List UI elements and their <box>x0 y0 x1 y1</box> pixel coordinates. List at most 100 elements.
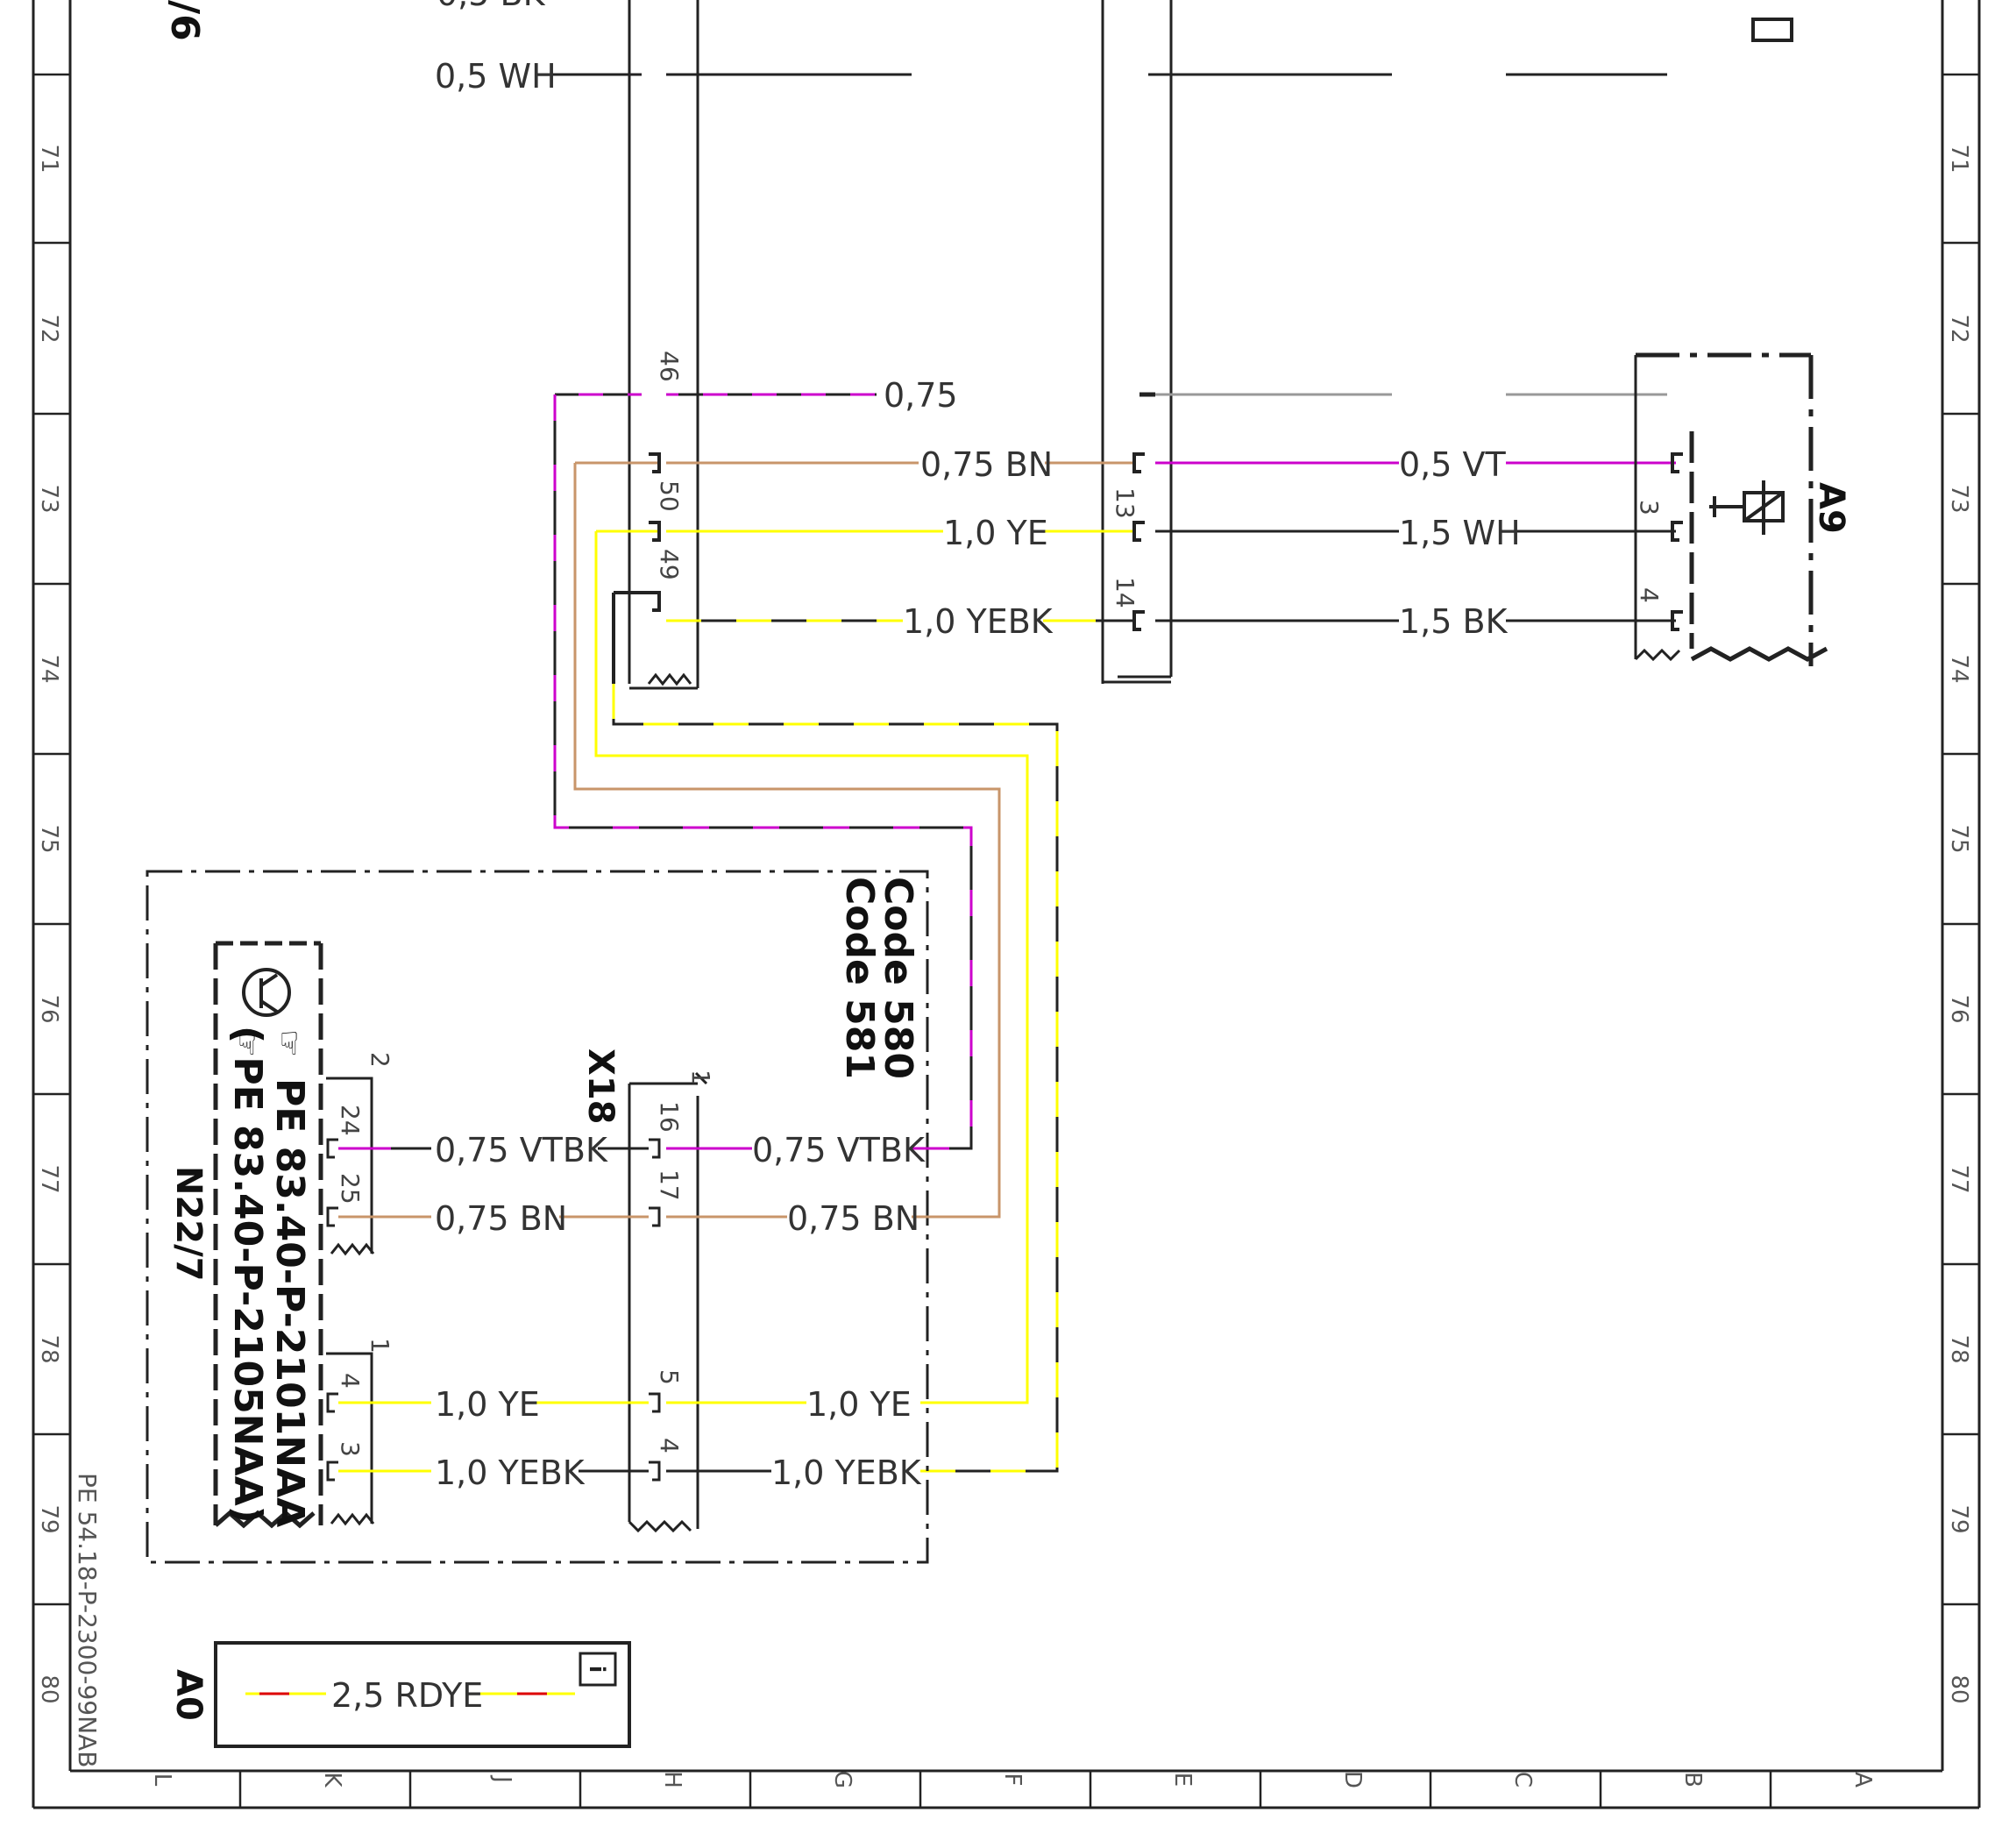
x18-connector <box>628 1071 708 1533</box>
pin-number: 16 <box>655 1101 684 1133</box>
partial-component-ref: /6 <box>162 0 207 41</box>
pin-number: 4 <box>655 1438 684 1454</box>
row-label: 78 <box>36 1334 62 1363</box>
col-label: E <box>1169 1773 1196 1787</box>
harness-vtbk <box>553 394 973 1150</box>
pin-number: 5 <box>655 1369 684 1385</box>
component-ref-a9: A9 <box>1811 482 1851 534</box>
pin-number: 1 <box>366 1338 394 1354</box>
code-label: Code 581 <box>837 877 882 1079</box>
connector-bars-top <box>628 0 1173 690</box>
info-icon[interactable]: i <box>579 1652 617 1687</box>
row-label: 72 <box>1946 314 1972 343</box>
pe-reference-2: ( PE 83.40-P-2105NAA) <box>225 1026 270 1524</box>
svg-text:☞: ☞ <box>271 1029 307 1057</box>
row-label: 77 <box>36 1164 62 1193</box>
grid-col-labels: L K J H G F E D C B A <box>149 1771 1876 1788</box>
wire-label: 0,75 BN <box>435 1199 567 1238</box>
a0-box <box>214 1641 631 1748</box>
solenoid-valve-icon <box>1709 480 1785 535</box>
relay-symbol-icon <box>1751 18 1793 42</box>
col-label: G <box>829 1771 855 1788</box>
row-label: 74 <box>1946 654 1972 683</box>
wire-label: 1,5 BK <box>1399 602 1509 641</box>
code-label: Code 580 <box>876 877 920 1079</box>
connector-break-zigzag <box>647 672 692 686</box>
a9-pins <box>1671 452 1683 631</box>
connector-pins-e <box>1132 452 1145 631</box>
wire-label: 0,75 BN <box>920 445 1053 484</box>
row-label: 72 <box>36 314 62 343</box>
row-label: 75 <box>1946 824 1972 853</box>
harness-bn <box>573 463 1001 1219</box>
transistor-icon <box>242 968 291 1017</box>
wire-label: 1,5 WH <box>1399 514 1521 552</box>
harness-yebk <box>612 684 1059 1473</box>
row-label: 79 <box>1946 1504 1972 1533</box>
pin-number: 1 <box>686 1070 715 1085</box>
wire-label: 0,5 WH <box>435 57 557 96</box>
col-label: J <box>489 1774 515 1783</box>
wire-label: 0,75 BN <box>787 1199 919 1238</box>
document-reference: PE 54.18-P-2300-99NAB <box>73 1473 102 1767</box>
pe-reference-1: PE 83.40-P-2101NAA <box>267 1078 312 1527</box>
connector-pins-h <box>612 452 661 684</box>
wire-label: 1,0 YEBK <box>771 1454 922 1492</box>
component-ref-a0: A0 <box>168 1669 209 1721</box>
pin-number: 46 <box>655 351 684 382</box>
pin-number: 3 <box>336 1441 365 1457</box>
row-label: 79 <box>36 1504 62 1533</box>
pin-number: 4 <box>1635 587 1664 603</box>
row-label: 71 <box>1946 144 1972 173</box>
wires-code-box <box>338 1147 929 1473</box>
pin-number: 25 <box>336 1173 365 1205</box>
pin-number: 13 <box>1111 487 1139 519</box>
pin-number: 49 <box>655 549 684 580</box>
row-label: 74 <box>36 654 62 683</box>
harness-ye <box>594 531 1029 1404</box>
pin-number: 14 <box>1111 577 1139 608</box>
pin-number: 3 <box>1635 500 1664 515</box>
frame <box>32 0 1981 1809</box>
a9-component-box <box>1634 352 1828 666</box>
wire-label: 0,75 VTBK <box>435 1131 608 1169</box>
row-label: 76 <box>1946 994 1972 1023</box>
row-label: 80 <box>1946 1674 1972 1703</box>
col-label: H <box>659 1771 685 1788</box>
wire-label: 0,75 VTBK <box>752 1131 926 1169</box>
svg-text:☞: ☞ <box>229 1029 265 1057</box>
col-label: K <box>319 1772 345 1788</box>
row-label: 80 <box>36 1674 62 1703</box>
row-label: 73 <box>36 484 62 513</box>
col-label: D <box>1339 1771 1366 1788</box>
pin-number: 50 <box>655 480 684 512</box>
col-label: L <box>149 1773 175 1787</box>
n-connector-2 <box>326 1077 375 1526</box>
pin-number: 4 <box>336 1373 365 1389</box>
row-label: 75 <box>36 824 62 853</box>
svg-text:i: i <box>585 1666 609 1673</box>
wire-label: 1,0 YE <box>943 514 1048 552</box>
hand-pointer-icon: ☞ ☞ <box>229 1029 307 1057</box>
row-label: 76 <box>36 994 62 1023</box>
col-ticks <box>238 1771 1772 1808</box>
row-label: 73 <box>1946 484 1972 513</box>
row-label: 71 <box>36 144 62 173</box>
row-ticks <box>33 73 1979 1606</box>
pin-number: 2 <box>366 1052 394 1068</box>
grid-row-labels-right: 71 72 73 74 75 76 77 78 79 80 <box>1946 144 1972 1703</box>
col-label: F <box>999 1773 1026 1787</box>
n22-7-box <box>213 941 323 1529</box>
component-ref-x18: X18 <box>580 1048 621 1125</box>
col-label: B <box>1679 1772 1706 1788</box>
row-label: 77 <box>1946 1164 1972 1193</box>
col-label: A <box>1849 1772 1876 1788</box>
col-label: C <box>1509 1772 1536 1788</box>
wire-label: 1,0 YEBK <box>435 1454 586 1492</box>
wire-label-partial: 0,5 BK <box>437 0 546 13</box>
grid-row-labels-left: 71 72 73 74 75 76 77 78 79 80 <box>36 144 62 1703</box>
wire-label: 0,5 VT <box>1399 445 1507 484</box>
wire-label: 1,0 YEBK <box>903 602 1054 641</box>
